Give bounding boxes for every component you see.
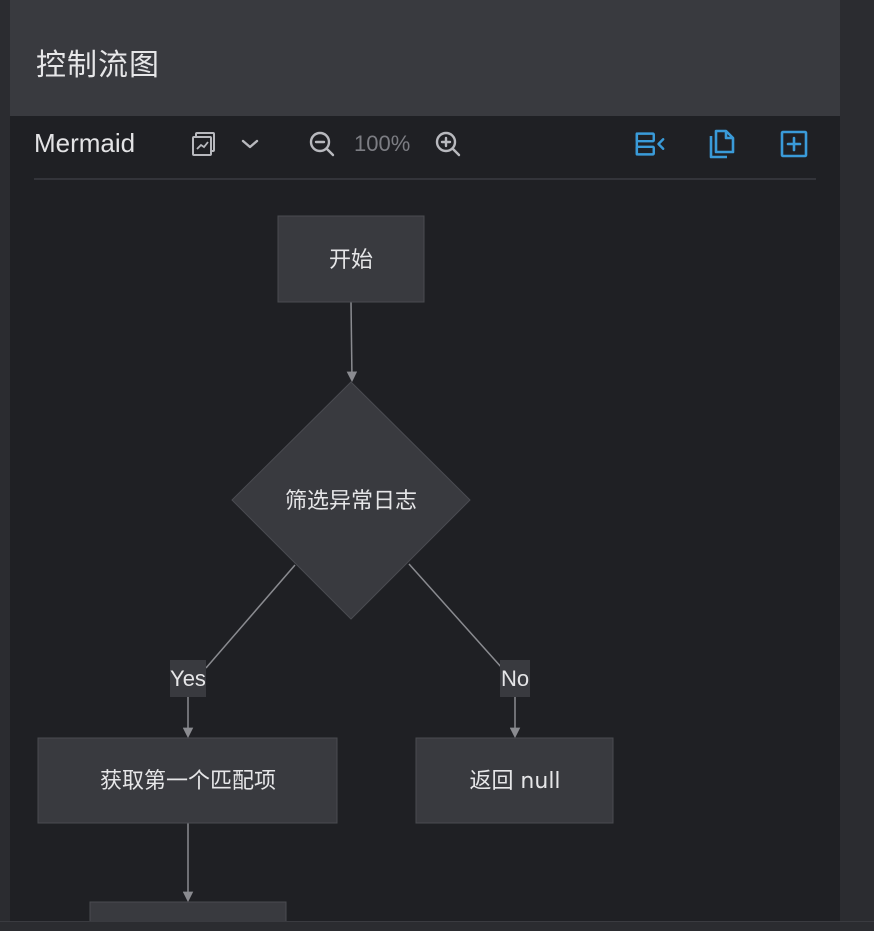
renderer-label: Mermaid <box>34 128 136 158</box>
node-return-null-label: 返回 null <box>469 769 560 794</box>
node-decision[interactable]: 筛选异常日志 <box>231 381 471 620</box>
edge-decision-to-yes <box>205 564 296 669</box>
zoom-in-icon <box>435 131 461 157</box>
node-next-partial[interactable] <box>89 901 287 921</box>
edge-label-yes-text: Yes <box>170 666 206 691</box>
copy-icon <box>709 129 735 159</box>
insert-button[interactable] <box>778 128 810 160</box>
horizontal-scrollbar-track[interactable] <box>0 921 874 931</box>
flowchart-svg: 开始 筛选异常日志 Yes No 获取第一个匹配项 <box>37 215 614 921</box>
diagram-canvas[interactable]: 开始 筛选异常日志 Yes No 获取第一个匹配项 <box>10 178 840 921</box>
chart-frame-icon <box>192 132 215 156</box>
panel-collapse-icon <box>635 132 665 156</box>
edge-label-yes: Yes <box>170 660 206 697</box>
collapse-panel-button[interactable] <box>634 128 666 160</box>
edge-label-no-text: No <box>501 666 529 691</box>
zoom-out-button[interactable] <box>306 128 338 160</box>
section-header: 控制流图 <box>10 0 840 116</box>
chevron-down-icon <box>241 139 259 149</box>
node-get-first-label: 获取第一个匹配项 <box>100 769 276 794</box>
node-start[interactable]: 开始 <box>277 215 425 303</box>
diagram-panel: Mermaid 100% <box>10 116 840 921</box>
edge-label-no: No <box>500 660 530 697</box>
right-scrollbar-track[interactable] <box>840 0 874 930</box>
view-mode-button[interactable] <box>188 128 220 160</box>
zoom-out-icon <box>309 131 335 157</box>
view-mode-dropdown[interactable] <box>234 128 266 160</box>
zoom-level: 100% <box>354 131 411 156</box>
left-gutter <box>0 0 10 930</box>
edge-start-to-decision <box>346 301 358 383</box>
zoom-in-button[interactable] <box>432 128 464 160</box>
edge-decision-to-no <box>408 563 503 669</box>
node-start-label: 开始 <box>329 248 373 273</box>
page-title: 控制流图 <box>36 48 160 83</box>
node-get-first[interactable]: 获取第一个匹配项 <box>37 737 338 824</box>
copy-button[interactable] <box>706 128 738 160</box>
node-decision-label: 筛选异常日志 <box>285 489 417 514</box>
diagram-toolbar: Mermaid 100% <box>34 116 816 180</box>
node-return-null[interactable]: 返回 null <box>415 737 614 824</box>
insert-plus-icon <box>780 130 808 158</box>
